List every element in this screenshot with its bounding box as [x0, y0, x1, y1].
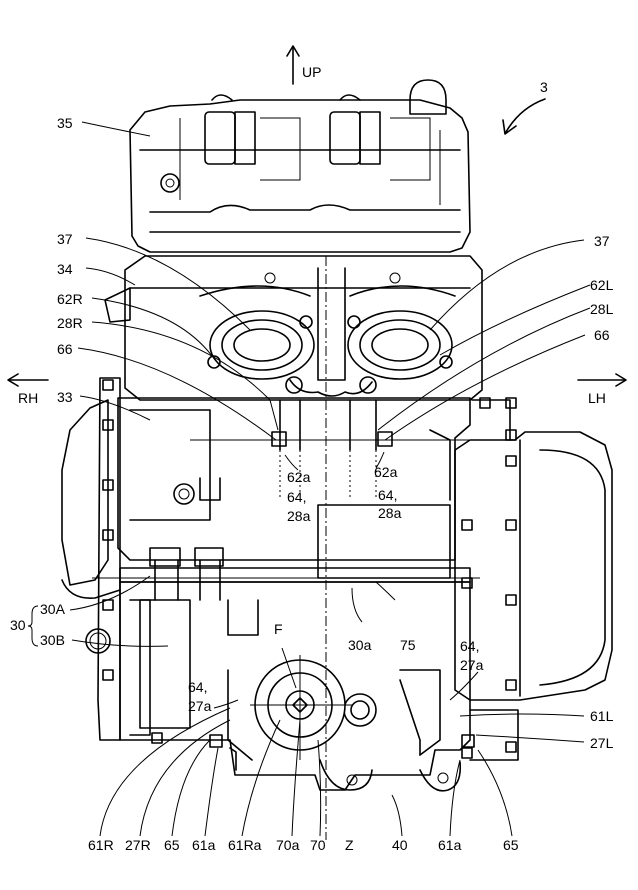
- cylinder-head: [104, 255, 483, 401]
- label-28R: 28R: [57, 315, 83, 331]
- label-33: 33: [57, 389, 73, 405]
- right-side-cover: [61, 377, 121, 741]
- label-64-left: 64,: [287, 489, 306, 505]
- bottom-label-61a-left: 61a: [192, 837, 216, 853]
- label-62a-left: 62a: [287, 469, 311, 485]
- rh-label: RH: [18, 390, 38, 406]
- label-64-27a-right-line2: 27a: [460, 657, 484, 673]
- bottom-label-27R: 27R: [125, 837, 151, 853]
- label-66-right: 66: [594, 327, 610, 343]
- label-35: 35: [57, 115, 73, 131]
- label-61L: 61L: [590, 708, 614, 724]
- label-62a-right: 62a: [374, 464, 398, 480]
- label-75: 75: [400, 637, 416, 653]
- label-34: 34: [57, 261, 73, 277]
- label-28a-left: 28a: [287, 508, 311, 524]
- label-27L: 27L: [590, 735, 614, 751]
- bottom-label-Z: Z: [345, 837, 354, 853]
- bottom-label-70: 70: [310, 837, 326, 853]
- label-30A: 30A: [40, 601, 66, 617]
- bottom-label-40: 40: [392, 837, 408, 853]
- leader-lines: [69, 121, 591, 837]
- label-64-27a-right-line1: 64,: [460, 638, 479, 654]
- label-62R: 62R: [57, 291, 83, 307]
- left-side-cover: [454, 397, 613, 761]
- figure-arrow-icon: [502, 98, 546, 135]
- label-30B: 30B: [40, 632, 65, 648]
- up-arrow-icon: [286, 45, 300, 85]
- bottom-label-61Ra: 61Ra: [228, 837, 262, 853]
- cylinder-head-cover: [129, 79, 471, 253]
- label-30a: 30a: [348, 637, 372, 653]
- up-label: UP: [302, 64, 321, 80]
- bottom-label-65-right: 65: [503, 837, 519, 853]
- bottom-label-70a: 70a: [276, 837, 300, 853]
- label-64-27a-left-line1: 64,: [188, 679, 207, 695]
- label-62L: 62L: [590, 277, 614, 293]
- label-66-left: 66: [57, 341, 73, 357]
- label-28L: 28L: [590, 301, 614, 317]
- exhaust-port-right: [207, 310, 315, 380]
- label-64-27a-left-line2: 27a: [188, 698, 212, 714]
- brace-icon: [27, 605, 39, 647]
- label-37-left: 37: [57, 231, 73, 247]
- bottom-label-61R: 61R: [88, 837, 114, 853]
- cylinder-block: [117, 397, 471, 579]
- label-30: 30: [10, 617, 26, 633]
- figure-number: 3: [540, 79, 548, 95]
- label-28a-right: 28a: [378, 505, 402, 521]
- exhaust-port-left: [347, 310, 453, 380]
- label-64-right: 64,: [378, 487, 397, 503]
- bottom-label-65-left: 65: [164, 837, 180, 853]
- lh-label: LH: [588, 390, 606, 406]
- label-37-right: 37: [594, 233, 610, 249]
- label-F: F: [274, 621, 283, 637]
- crankcase-lower: [85, 581, 475, 792]
- lh-arrow-icon: [577, 373, 627, 387]
- rh-arrow-icon: [7, 373, 49, 387]
- pump-gear: [250, 655, 352, 760]
- bottom-label-61a-right: 61a: [438, 837, 462, 853]
